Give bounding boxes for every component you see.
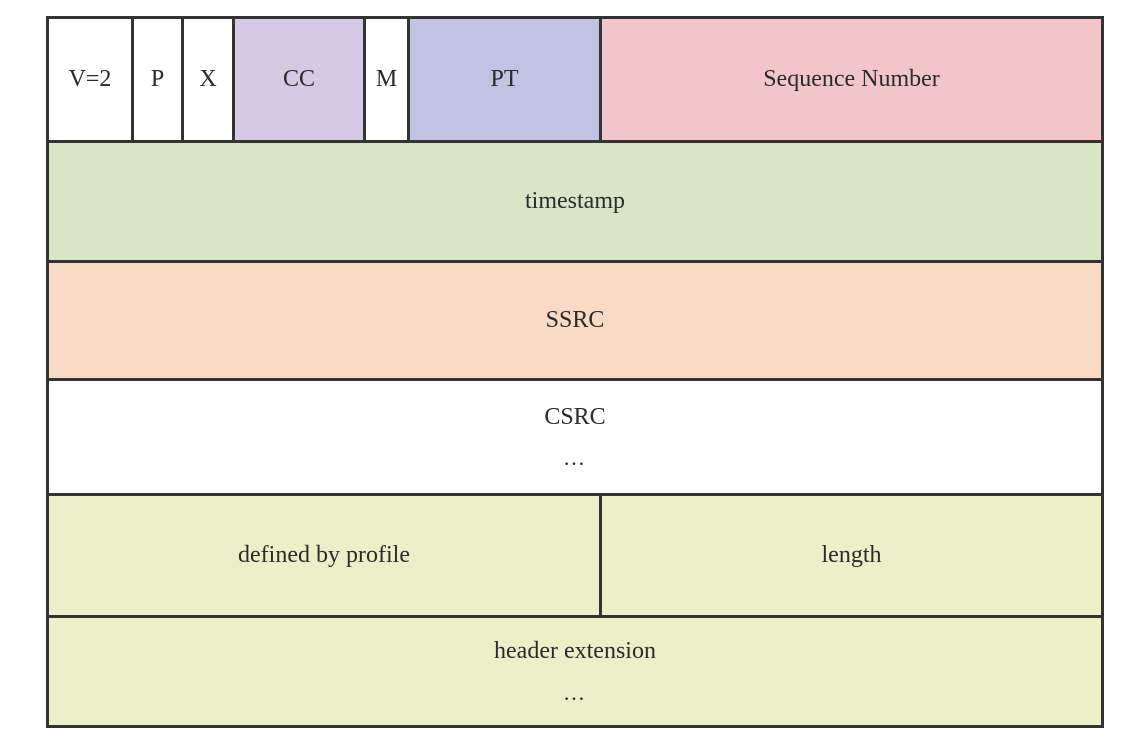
length-field: length xyxy=(602,496,1101,615)
header-extension-label: header extension xyxy=(494,638,656,665)
padding-field: P xyxy=(134,19,184,140)
csrc-row: CSRC … xyxy=(49,381,1101,496)
csrc-field: CSRC … xyxy=(49,381,1101,493)
header-extension-ellipsis: … xyxy=(563,679,587,705)
csrc-count-label: CC xyxy=(282,65,315,92)
ssrc-field: SSRC xyxy=(49,263,1101,378)
extension-bit-field: X xyxy=(184,19,235,140)
header-extension-field: header extension … xyxy=(49,618,1101,725)
timestamp-label: timestamp xyxy=(525,187,625,214)
payload-type-field: PT xyxy=(410,19,602,140)
ssrc-row: SSRC xyxy=(49,263,1101,381)
ssrc-label: SSRC xyxy=(545,306,605,333)
version-field: V=2 xyxy=(49,19,134,140)
extension-header-row: defined by profile length xyxy=(49,496,1101,618)
defined-by-profile-field: defined by profile xyxy=(49,496,602,615)
timestamp-row: timestamp xyxy=(49,143,1101,263)
rtp-header-diagram: V=2 P X CC M PT Sequence Number timestam… xyxy=(46,16,1104,728)
header-extension-row: header extension … xyxy=(49,618,1101,725)
marker-label: M xyxy=(375,65,398,92)
length-label: length xyxy=(821,541,882,568)
defined-by-profile-label: defined by profile xyxy=(238,541,410,568)
csrc-ellipsis: … xyxy=(563,445,587,471)
sequence-number-label: Sequence Number xyxy=(763,65,940,92)
csrc-count-field: CC xyxy=(235,19,366,140)
extension-bit-label: X xyxy=(199,65,217,92)
csrc-label: CSRC xyxy=(544,403,606,430)
timestamp-field: timestamp xyxy=(49,143,1101,260)
padding-label: P xyxy=(150,65,165,92)
payload-type-label: PT xyxy=(490,65,519,92)
marker-field: M xyxy=(366,19,410,140)
header-row-fixed-fields: V=2 P X CC M PT Sequence Number xyxy=(49,19,1101,143)
version-label: V=2 xyxy=(68,65,112,92)
sequence-number-field: Sequence Number xyxy=(602,19,1101,140)
